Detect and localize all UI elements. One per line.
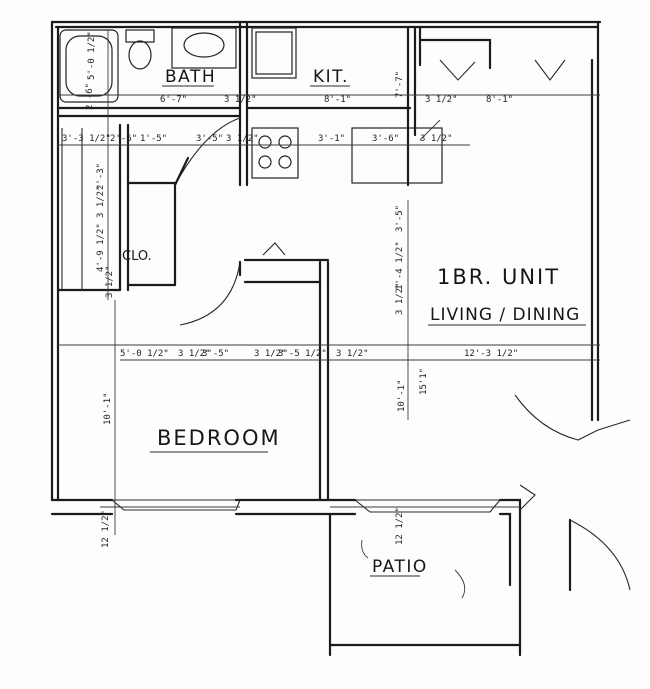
dimension-lines: [58, 30, 600, 599]
refrigerator: [251, 27, 297, 79]
dim-br-b: 3 1/2": [178, 349, 211, 359]
refrigerator-inner: [255, 31, 293, 75]
label-bath: BATH: [165, 67, 216, 87]
entry-closet-door: [534, 59, 566, 81]
dim-clo-d: 3 1/2": [105, 265, 115, 298]
patio-door-swing: [569, 519, 631, 591]
dim-br-f: 3 1/2": [336, 349, 369, 359]
dim-living-height: 15'1": [419, 368, 429, 395]
dim-mid-a: 3'-5": [395, 205, 405, 232]
dimension-labels: 6'-7" 3 1/2" 8'-1" 3 1/2" 8'-1" 5'-0 1/2…: [62, 31, 518, 548]
vanity: [171, 27, 237, 69]
dim-kit-width: 8'-1": [324, 95, 351, 105]
label-patio: PATIO: [372, 557, 428, 577]
dim-hall-a: 3'-3 1/2": [62, 134, 111, 144]
dim-hall-e: 3 1/2": [226, 134, 259, 144]
dim-kit-lower: 3'-1": [318, 134, 345, 144]
patio-door: [519, 484, 536, 511]
dim-br-e: 3'-5 1/2": [278, 349, 327, 359]
fixtures: [59, 27, 502, 513]
dim-bath-wall: 3 1/2": [224, 95, 257, 105]
bathtub-basin: [65, 35, 113, 97]
sink: [183, 32, 225, 58]
dim-kit-right-wall: 3 1/2": [425, 95, 458, 105]
label-kitchen: KIT.: [313, 67, 349, 87]
burner-icon: [278, 135, 292, 149]
dim-living-width: 12'-3 1/2": [464, 349, 518, 359]
burner-icon: [258, 155, 272, 169]
dim-clo-c: 4'-9 1/2": [96, 223, 106, 272]
dim-kit-lower-c: 3 1/2": [420, 134, 453, 144]
wall-entry-closet: [418, 38, 492, 70]
wall-bottom-f: [498, 512, 512, 587]
bath-door: [173, 156, 190, 187]
dim-hall-b: 1'-5": [140, 134, 167, 144]
room-labels: BATH KIT. CLO. BEDROOM 1BR. UNIT LIVING …: [122, 67, 586, 577]
bath-door-swing: [174, 117, 241, 186]
patio-arrow-b: [361, 539, 369, 559]
dim-tub-height: 5'-0 1/2": [87, 31, 97, 80]
dim-bedroom-height: 10'-1": [103, 392, 113, 425]
toilet-tank: [125, 29, 155, 43]
dim-kit-lower-b: 3'-6": [372, 134, 399, 144]
dim-clo-a: 2'-3": [96, 163, 106, 190]
closet-door-b: [439, 59, 476, 81]
dim-mid-c: 3 1/2": [395, 282, 405, 315]
dim-hall-d: 3'-5": [196, 134, 223, 144]
doors: [173, 59, 631, 592]
label-closet: CLO.: [122, 249, 152, 264]
entry-door-swing: [514, 394, 631, 441]
bathtub: [59, 29, 119, 103]
dim-patio-b: 12 1/2": [395, 507, 405, 545]
label-unit: 1BR. UNIT: [437, 265, 560, 289]
kitchen-counter: [351, 127, 443, 184]
bedroom-window: [110, 499, 241, 511]
toilet-bowl: [128, 40, 152, 70]
dim-patio-a: 12 1/2": [101, 510, 111, 548]
living-window: [353, 499, 502, 513]
dim-kit-counter: 7'-7": [395, 71, 405, 98]
label-bedroom: BEDROOM: [157, 426, 281, 450]
dim-tub-left: 2'-6": [85, 83, 95, 110]
dim-mid-b: 1'-4 1/2": [395, 241, 405, 290]
label-living-dining: LIVING / DINING: [430, 305, 580, 325]
dim-hall-c: 2'-6": [110, 134, 137, 144]
bedroom-door-swing: [179, 261, 241, 326]
stove: [251, 127, 299, 179]
dim-br-c: 3'-5": [202, 349, 229, 359]
patio-arrow: [454, 569, 466, 599]
dim-bath-width: 6'-7": [160, 95, 187, 105]
walls: [50, 20, 602, 657]
burner-icon: [258, 135, 272, 149]
dim-clo-b: 3 1/2": [96, 185, 106, 218]
dim-bedroom-height-b: 10'-1": [397, 379, 407, 412]
bedroom-closet-door: [262, 242, 286, 256]
burner-icon: [278, 155, 292, 169]
dim-tick: [419, 119, 441, 141]
wall-bottom-e: [498, 498, 522, 592]
dim-entry-width: 8'-1": [486, 95, 513, 105]
dim-br-a: 5'-0 1/2": [120, 349, 169, 359]
dim-br-d: 3 1/2": [254, 349, 287, 359]
